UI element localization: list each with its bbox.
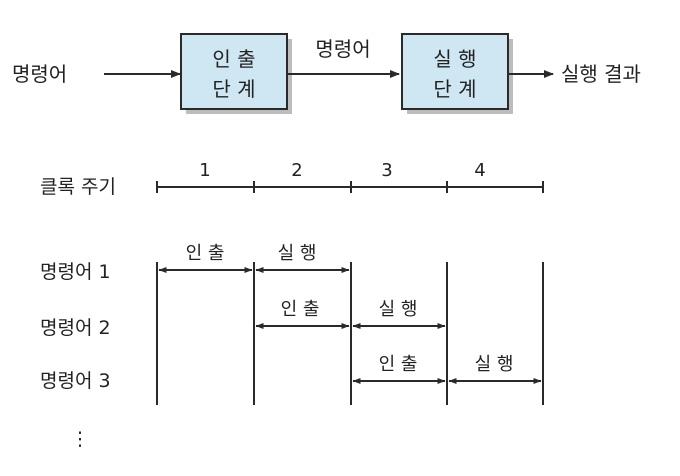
execute-stage-line2: 단 계 bbox=[433, 77, 476, 101]
flow-middle-label: 명령어 bbox=[315, 37, 370, 61]
cycle-number: 1 bbox=[199, 160, 210, 181]
cycle-number: 2 bbox=[291, 160, 302, 181]
fetch-stage-line1: 인 출 bbox=[212, 47, 255, 71]
flow-input-label: 명령어 bbox=[12, 62, 67, 86]
fetch-phase-label: 인 출 bbox=[281, 299, 320, 320]
instruction-label: 명령어 3 bbox=[40, 370, 111, 392]
execute-phase-label: 실 행 bbox=[475, 354, 514, 375]
flow-diagram: 명령어 인 출 단 계 명령어 실 행 단 계 실행 결과 bbox=[12, 33, 641, 114]
execute-stage-box bbox=[401, 33, 509, 110]
pipeline-timing: 명령어 1 명령어 2 명령어 3 인 출 실 행 인 출 실 행 인 출 실 … bbox=[40, 243, 544, 450]
cycle-number: 4 bbox=[474, 160, 485, 181]
continuation-ellipsis: ⋮ bbox=[71, 428, 90, 450]
clock-axis: 클록 주기 1 2 3 4 bbox=[40, 160, 544, 198]
fetch-stage-box bbox=[180, 33, 288, 110]
execute-phase-label: 실 행 bbox=[379, 299, 418, 320]
instruction-label: 명령어 2 bbox=[40, 317, 111, 339]
flow-output-label: 실행 결과 bbox=[561, 62, 641, 86]
execute-phase-label: 실 행 bbox=[278, 243, 317, 264]
cycle-number: 3 bbox=[381, 160, 392, 181]
fetch-phase-label: 인 출 bbox=[186, 243, 225, 264]
clock-label: 클록 주기 bbox=[40, 176, 116, 198]
instruction-label: 명령어 1 bbox=[40, 261, 111, 283]
fetch-phase-label: 인 출 bbox=[379, 354, 418, 375]
fetch-stage-line2: 단 계 bbox=[212, 77, 255, 101]
execute-stage-line1: 실 행 bbox=[433, 47, 476, 71]
